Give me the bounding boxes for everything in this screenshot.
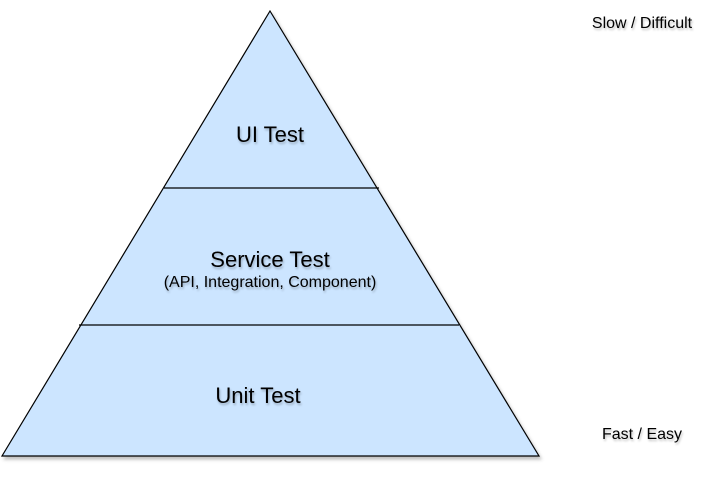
ui-test-label: UI Test [235,122,305,147]
slow-difficult-label: Slow / Difficult [591,15,693,32]
unit-test-label: Unit Test [215,383,301,408]
pyramid-triangle [0,9,541,457]
service-test-sublabel: (API, Integration, Component) [163,274,377,291]
fast-easy-label: Fast / Easy [601,426,683,443]
service-test-label: Service Test [210,247,330,272]
